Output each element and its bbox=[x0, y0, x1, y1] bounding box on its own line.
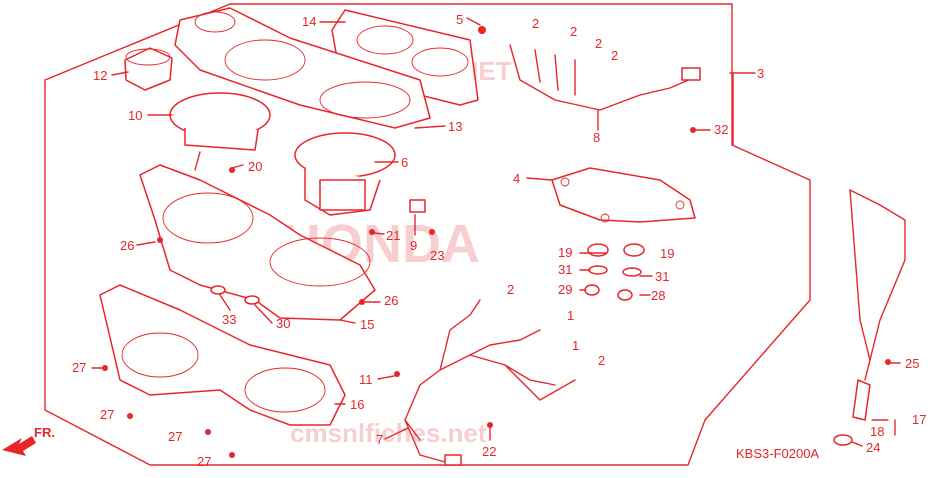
callout-27c: 27 bbox=[168, 429, 182, 444]
diagram-code: KBS3-F0200A bbox=[736, 446, 819, 461]
callout-26a: 26 bbox=[120, 238, 134, 253]
callout-7: 7 bbox=[376, 432, 383, 447]
callout-16: 16 bbox=[350, 397, 364, 412]
callout-19a: 19 bbox=[558, 245, 572, 260]
callout-29: 29 bbox=[558, 282, 572, 297]
callout-27b: 27 bbox=[100, 407, 114, 422]
callout-1b: 1 bbox=[572, 338, 579, 353]
callout-33: 33 bbox=[222, 312, 236, 327]
callout-28: 28 bbox=[651, 288, 665, 303]
part-16-lower-cover bbox=[99, 284, 346, 426]
callout-18: 18 bbox=[870, 424, 884, 439]
callout-27d: 27 bbox=[197, 454, 211, 469]
callout-22: 22 bbox=[482, 444, 496, 459]
callout-2a: 2 bbox=[532, 16, 539, 31]
callout-2c: 2 bbox=[595, 36, 602, 51]
callout-25: 25 bbox=[905, 356, 919, 371]
callout-23: 23 bbox=[430, 248, 444, 263]
callout-2d: 2 bbox=[611, 48, 618, 63]
callout-30: 30 bbox=[276, 316, 290, 331]
part-15-meter-housing bbox=[139, 164, 376, 321]
callout-4: 4 bbox=[513, 171, 520, 186]
part-6-tachometer bbox=[294, 132, 396, 216]
callout-26b: 26 bbox=[384, 293, 398, 308]
callout-19b: 19 bbox=[660, 246, 674, 261]
callout-13: 13 bbox=[448, 119, 462, 134]
part-13-upper-case bbox=[174, 7, 431, 129]
callout-12: 12 bbox=[93, 68, 107, 83]
callout-21: 21 bbox=[386, 228, 400, 243]
callout-11: 11 bbox=[359, 372, 373, 387]
callout-27a: 27 bbox=[72, 360, 86, 375]
front-direction-arrow: FR. bbox=[2, 425, 55, 456]
callout-20: 20 bbox=[248, 159, 262, 174]
fasteners bbox=[102, 26, 891, 458]
callout-2e: 2 bbox=[507, 282, 514, 297]
callout-3: 3 bbox=[757, 66, 764, 81]
callout-32: 32 bbox=[714, 122, 728, 137]
assembly-boundary bbox=[44, 3, 811, 466]
leader-lines bbox=[91, 17, 901, 447]
callout-10: 10 bbox=[128, 108, 142, 123]
callout-labels: 14 5 2 2 2 2 3 12 10 13 8 32 20 6 4 26 2… bbox=[72, 12, 926, 469]
callout-24: 24 bbox=[866, 440, 880, 455]
callout-31b: 31 bbox=[655, 269, 669, 284]
callout-15: 15 bbox=[360, 317, 374, 332]
callout-2f: 2 bbox=[598, 353, 605, 368]
callout-8: 8 bbox=[593, 130, 600, 145]
part-7-main-harness bbox=[404, 299, 576, 466]
callout-1a: 1 bbox=[567, 308, 574, 323]
callout-17: 17 bbox=[912, 412, 926, 427]
callout-5: 5 bbox=[456, 12, 463, 27]
part-8-sub-harness bbox=[509, 44, 701, 111]
callout-31a: 31 bbox=[558, 262, 572, 277]
part-4-meter-stay bbox=[551, 167, 696, 223]
callout-9: 9 bbox=[410, 238, 417, 253]
callout-2b: 2 bbox=[570, 24, 577, 39]
callout-14: 14 bbox=[302, 14, 316, 29]
callout-6: 6 bbox=[401, 155, 408, 170]
part-17-speedometer-cable bbox=[833, 189, 906, 446]
part-12-socket bbox=[124, 47, 173, 91]
svg-text:FR.: FR. bbox=[34, 425, 55, 440]
